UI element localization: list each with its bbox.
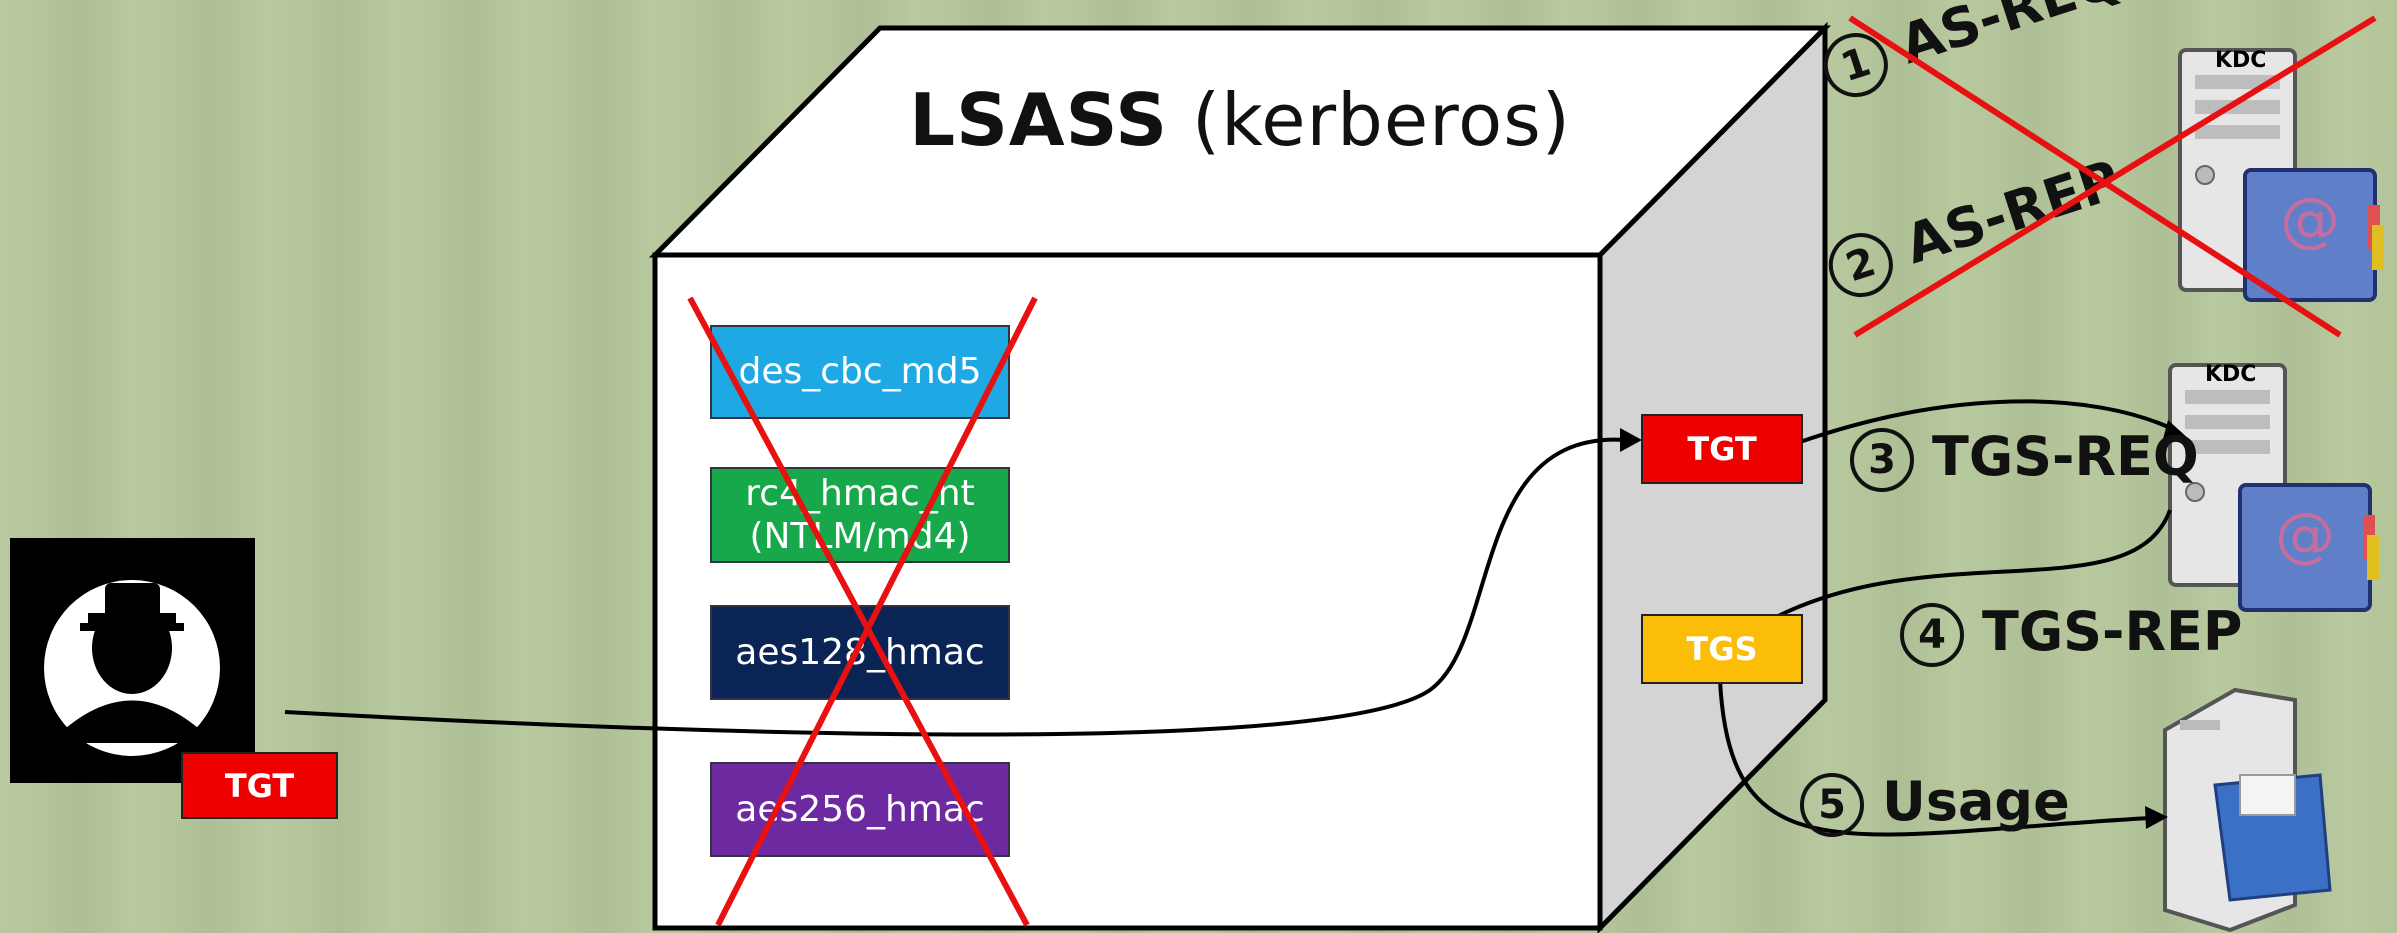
file-server-icon <box>2163 687 2332 933</box>
cipher-des-cbc-md5: des_cbc_md5 <box>710 325 1010 419</box>
svg-text:@: @ <box>2275 500 2335 570</box>
cross-as-exchange <box>1848 15 2377 338</box>
kdc-server-top-icon: @ <box>2178 48 2384 302</box>
attacker-icon <box>10 538 255 783</box>
kdc-server-middle-icon: @ <box>2168 363 2379 612</box>
tgt-ticket-lsass: TGT <box>1641 414 1803 484</box>
tgs-ticket-lsass: TGS <box>1641 614 1803 684</box>
cipher-aes128-hmac: aes128_hmac <box>710 605 1010 700</box>
kdc-label-top: KDC <box>2215 48 2267 73</box>
svg-text:@: @ <box>2280 185 2340 255</box>
lsass-title: LSASS (kerberos) <box>909 78 1571 162</box>
tgt-ticket-attacker: TGT <box>181 752 338 819</box>
kdc-label-middle: KDC <box>2205 362 2257 387</box>
cross-ciphers <box>687 296 1038 927</box>
